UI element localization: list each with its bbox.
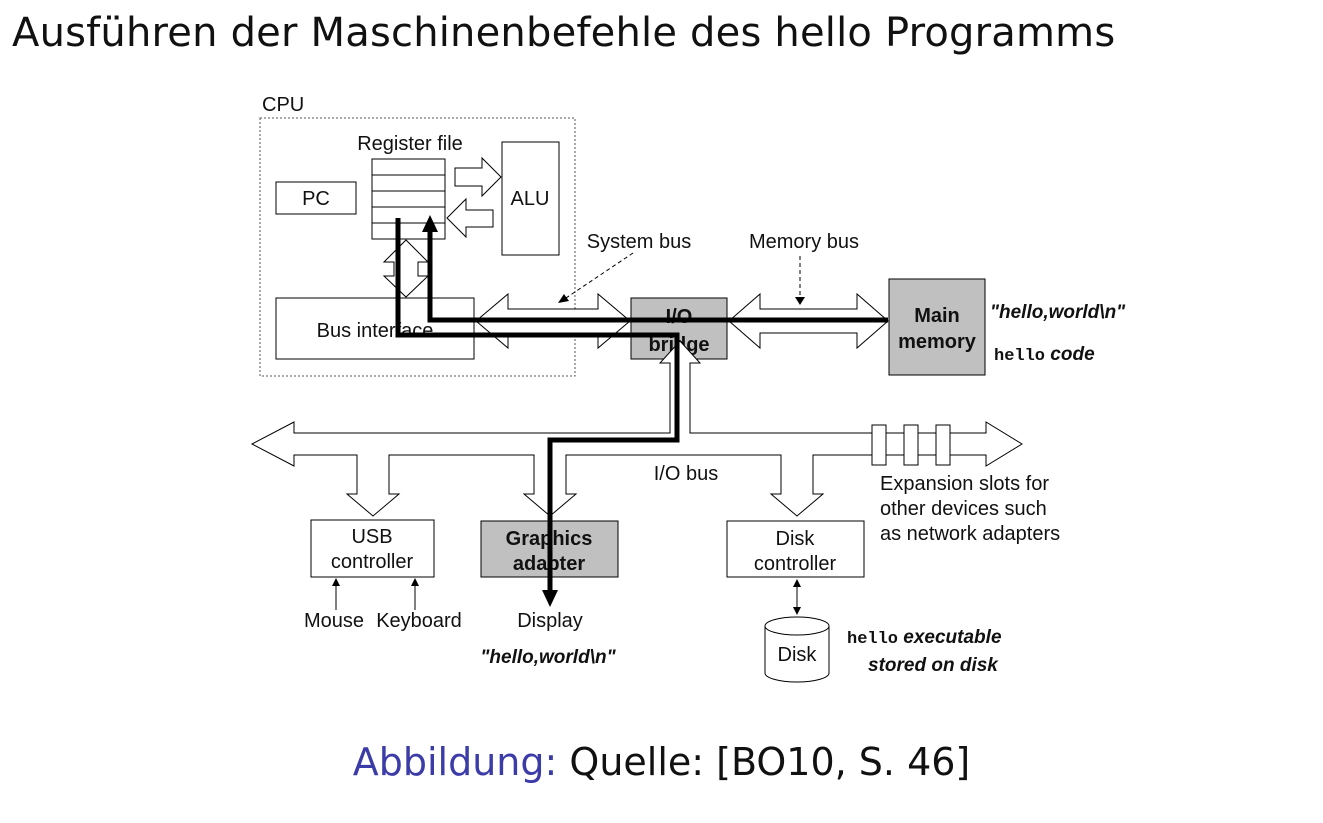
system-bus-label: System bus (587, 231, 691, 253)
expansion-label-line1: Expansion slots for (880, 473, 1049, 495)
path-memory-to-register-head (422, 215, 438, 232)
disk-controller-label-line1: Disk (776, 528, 816, 550)
path-register-to-display (395, 218, 680, 592)
expansion-slots (871, 424, 951, 466)
disk-note-mono: hello (847, 630, 898, 649)
disk-note-line1: hello executable (847, 627, 1002, 649)
memory-string-note: "hello,world\n" (990, 302, 1126, 323)
expansion-label-line3: as network adapters (880, 523, 1060, 545)
cpu-label: CPU (262, 94, 304, 116)
memory-bus-label: Memory bus (749, 231, 859, 253)
io-bus-label: I/O bus (654, 463, 718, 485)
bus-interface-label: Bus interface (317, 320, 434, 342)
regfile-bus-interface-arrow (382, 239, 430, 298)
io-bus-arrow (250, 340, 1023, 517)
system-bus-pointer (562, 252, 634, 301)
memory-code-note-mono: hello (994, 347, 1045, 366)
disk-link-arrow-head-up (793, 579, 801, 587)
display-label: Display (517, 610, 583, 632)
slide-title: Ausführen der Maschinenbefehle des hello… (12, 10, 1116, 56)
reg-to-alu-arrow (454, 156, 502, 198)
mouse-arrow-head (332, 578, 340, 586)
system-bus-pointer-head (558, 294, 569, 303)
memory-bus-pointer-head (795, 297, 805, 305)
caption-text: Quelle: [BO10, S. 46] (569, 740, 971, 784)
disk (764, 616, 830, 683)
cpu-boundary (259, 117, 576, 377)
disk-note-line1-rest: executable (898, 627, 1002, 648)
memory-code-note: hello code (994, 344, 1095, 366)
caption-label: Abbildung: (352, 740, 558, 784)
figure-caption: Abbildung: Quelle: [BO10, S. 46] (0, 740, 1323, 784)
alu-to-reg-arrow (446, 197, 494, 239)
main-memory-label-line1: Main (914, 305, 960, 327)
path-memory-to-register (427, 228, 888, 323)
io-bridge-label-line1: I/O (666, 306, 693, 328)
bus-interface (275, 297, 475, 360)
usb-controller-label-line2: controller (331, 551, 414, 573)
pc-register (275, 181, 357, 215)
alu (501, 141, 560, 256)
display-note: "hello,world\n" (480, 647, 616, 668)
disk-controller-label-line2: controller (754, 553, 837, 575)
keyboard-label: Keyboard (376, 610, 462, 632)
pc-label: PC (302, 188, 330, 210)
keyboard-arrow-head (411, 578, 419, 586)
disk-link-arrow-head-down (793, 607, 801, 615)
disk-label: Disk (778, 644, 818, 666)
path-register-to-display-head (542, 590, 558, 607)
usb-controller (310, 519, 435, 578)
mouse-label: Mouse (304, 610, 364, 632)
register-file-label: Register file (357, 133, 463, 155)
main-memory-label-line2: memory (898, 331, 977, 353)
expansion-label-line2: other devices such (880, 498, 1047, 520)
usb-controller-label-line1: USB (351, 526, 392, 548)
alu-label: ALU (511, 188, 550, 210)
disk-controller (726, 520, 865, 578)
main-memory (888, 278, 986, 376)
register-file (371, 158, 446, 240)
disk-note-line2: stored on disk (868, 655, 999, 676)
memory-code-note-rest: code (1045, 344, 1095, 365)
